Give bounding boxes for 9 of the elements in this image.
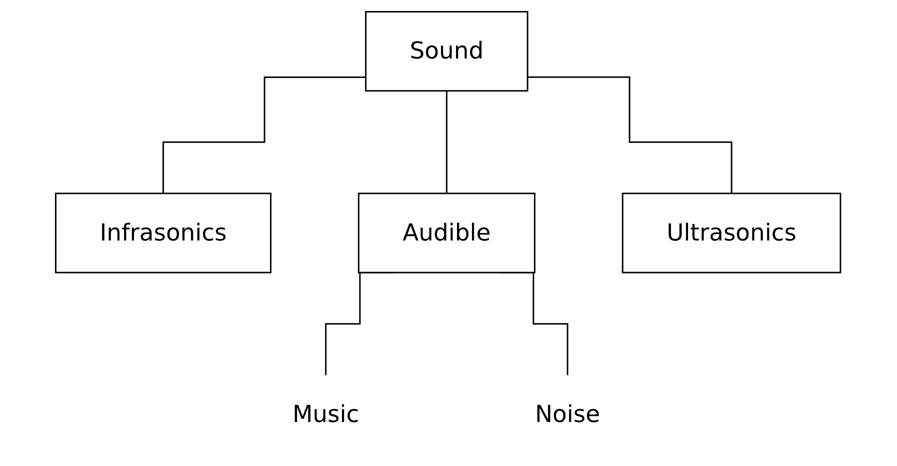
- node-text: Music: [292, 400, 360, 428]
- connector: [446, 90, 448, 194]
- node-text: Noise: [535, 400, 600, 428]
- node-box: Audible: [358, 192, 536, 274]
- connector: [528, 76, 733, 194]
- connector: [162, 76, 366, 194]
- node-box: Sound: [365, 11, 529, 92]
- node-box: Ultrasonics: [622, 192, 842, 274]
- node-box: Infrasonics: [55, 192, 272, 274]
